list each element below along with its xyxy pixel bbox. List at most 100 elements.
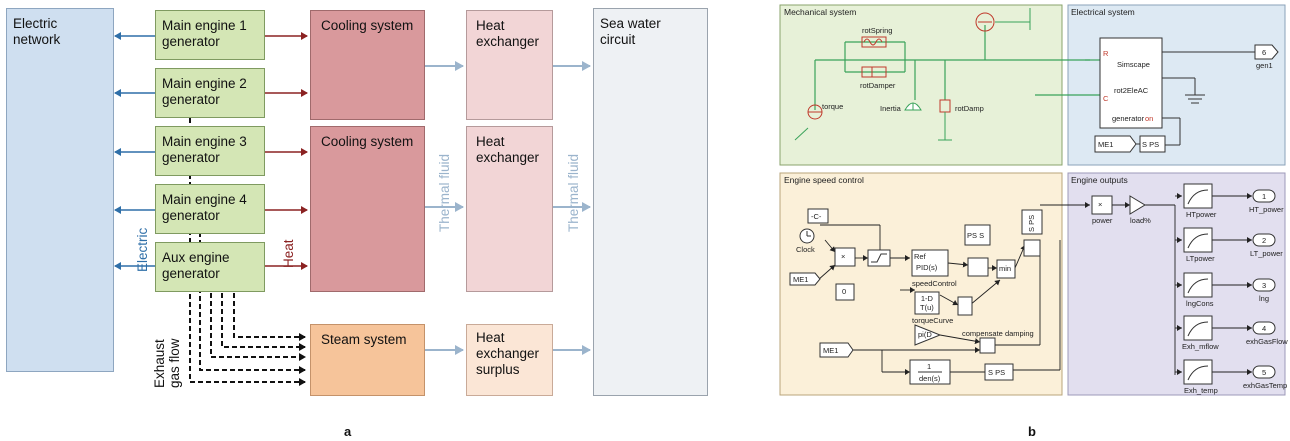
thermal-arrows — [425, 61, 591, 355]
output-port-2-num: 2 — [1262, 236, 1267, 245]
output-block-2-label: LTpower — [1186, 254, 1215, 263]
ref-label: Ref — [914, 252, 926, 261]
output-port-4-num: 4 — [1262, 324, 1267, 333]
clock-label: Clock — [796, 245, 815, 254]
tf-numerator: 1 — [927, 362, 932, 371]
outputs-shapes — [1091, 183, 1276, 385]
output-port-2-label: LT_power — [1250, 249, 1283, 258]
output-block-1-label: HTpower — [1186, 210, 1217, 219]
gen1-label: gen1 — [1256, 61, 1273, 70]
lookup-label: 1-D T(u) — [920, 294, 934, 312]
electric-flow-label: Electric — [135, 227, 150, 272]
caption-b: b — [1028, 424, 1036, 439]
steam-system-box: Steam system — [310, 324, 425, 396]
output-block-3-label: lngCons — [1186, 299, 1214, 308]
electric-network-label: Electric network — [13, 16, 61, 47]
me1-electrical-label: ME1 — [1098, 140, 1114, 149]
generator-1-box: Main engine 1 generator — [155, 10, 265, 60]
exhaust-gas-flow-label: Exhaust gas flow — [152, 338, 182, 388]
aux-generator-label: Aux engine generator — [162, 250, 230, 281]
power-multiply-label: × — [1098, 200, 1103, 209]
inertia-label: Inertia — [880, 104, 901, 113]
sea-water-circuit-label: Sea water circuit — [600, 16, 661, 47]
electric-arrows — [114, 32, 155, 270]
generator-label: generator — [1112, 114, 1145, 123]
electrical-system-title: Electrical system — [1071, 7, 1135, 17]
s-ps-vertical-label: S PS — [1027, 214, 1036, 232]
cooling-system-bottom-label: Cooling system — [321, 134, 414, 149]
electrical-symbols — [1094, 37, 1279, 153]
min-label: min — [999, 264, 1012, 273]
output-block-5-label: Exh_temp — [1184, 386, 1218, 395]
gen-port-num: 6 — [1262, 48, 1267, 57]
output-port-4-label: exhGasFlow — [1246, 337, 1288, 346]
rotspring-label: rotSpring — [862, 26, 893, 35]
compensate-damping-label: compensate damping — [962, 329, 1034, 338]
port-r-label: R — [1103, 49, 1109, 58]
mechanical-system-title: Mechanical system — [784, 7, 857, 17]
heat-flow-label: Heat — [281, 239, 296, 268]
rotdamp-label: rotDamp — [955, 104, 984, 113]
heat-exchanger-top-label: Heat exchanger — [476, 18, 540, 49]
port-on-label: on — [1145, 114, 1154, 123]
tf-denominator: den(s) — [919, 374, 941, 383]
speedcontrol-label: speedControl — [912, 279, 957, 288]
output-port-3-label: lng — [1259, 294, 1270, 303]
mechanical-symbols — [794, 8, 1031, 141]
output-port-3-num: 3 — [1262, 281, 1267, 290]
output-port-1-label: HT_power — [1249, 205, 1284, 214]
power-label: power — [1092, 216, 1113, 225]
engine-outputs-title: Engine outputs — [1071, 175, 1128, 185]
sea-water-circuit-box: Sea water circuit — [593, 8, 708, 396]
sps-electrical-label: S PS — [1142, 140, 1160, 149]
heat-exchanger-bottom-label: Heat exchanger — [476, 134, 540, 165]
simscape-label: Simscape — [1117, 60, 1150, 69]
caption-a: a — [344, 424, 352, 439]
const-0-label: 0 — [842, 287, 847, 296]
rotdamper-label: rotDamper — [860, 81, 896, 90]
speed-control-title: Engine speed control — [784, 175, 864, 185]
thermal-fluid-label-2: Thermal fluid — [566, 153, 581, 232]
s-ps-bottom-label: S PS — [988, 368, 1006, 377]
speed-control-shapes — [789, 208, 1043, 385]
rot2eleac-label: rot2EleAC — [1114, 86, 1149, 95]
cooling-system-bottom-box: Cooling system — [310, 126, 425, 292]
heat-exchanger-surplus-box: Heat exchanger surplus — [466, 324, 553, 396]
outputs-wiring — [1112, 193, 1252, 375]
output-block-4-label: Exh_mflow — [1182, 342, 1219, 351]
output-port-5-label: exhGasTemp — [1243, 381, 1288, 390]
pid-label: PID(s) — [916, 263, 938, 272]
ps-s-label: PS S — [967, 231, 985, 240]
output-port-1-num: 1 — [1262, 192, 1267, 201]
steam-system-label: Steam system — [321, 332, 407, 347]
torquecurve-label: torqueCurve — [912, 316, 954, 325]
generator-2-label: Main engine 2 generator — [162, 76, 247, 107]
generator-2-box: Main engine 2 generator — [155, 68, 265, 118]
generator-4-box: Main engine 4 generator — [155, 184, 265, 234]
pi-d-label: pi(D — [918, 330, 932, 339]
heat-exchanger-top-box: Heat exchanger — [466, 10, 553, 120]
aux-generator-box: Aux engine generator — [155, 242, 265, 292]
mechanical-region — [779, 4, 1063, 166]
const-c-label: -C- — [811, 212, 822, 221]
generator-1-label: Main engine 1 generator — [162, 18, 247, 49]
generator-3-label: Main engine 3 generator — [162, 134, 247, 165]
speed-control-wiring — [817, 202, 1090, 375]
mechanical-wiring — [814, 25, 1100, 110]
thermal-fluid-label-1: Thermal fluid — [437, 153, 452, 232]
heat-exchanger-surplus-label: Heat exchanger surplus — [476, 330, 540, 377]
heat-arrows — [265, 32, 308, 270]
load-label: load% — [1130, 216, 1151, 225]
port-c-label: C — [1103, 94, 1109, 103]
electric-network-box: Electric network — [6, 8, 114, 372]
cooling-system-top-box: Cooling system — [310, 10, 425, 120]
cooling-system-top-label: Cooling system — [321, 18, 414, 33]
generator-3-box: Main engine 3 generator — [155, 126, 265, 176]
torque-label: torque — [822, 102, 844, 111]
output-port-5-num: 5 — [1262, 368, 1267, 377]
heat-exchanger-bottom-box: Heat exchanger — [466, 126, 553, 292]
me1-speed-label-b: ME1 — [823, 346, 839, 355]
multiply-label: × — [841, 252, 846, 261]
generator-4-label: Main engine 4 generator — [162, 192, 247, 223]
